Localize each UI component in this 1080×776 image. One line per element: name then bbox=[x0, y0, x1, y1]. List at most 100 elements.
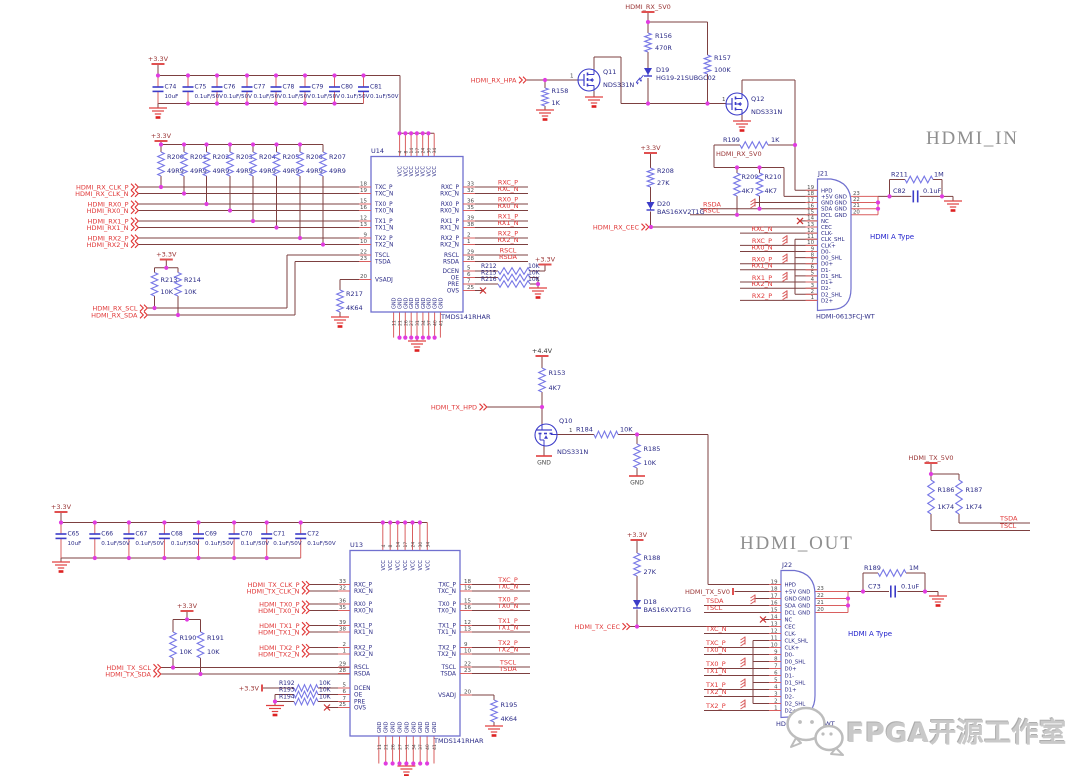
value-C71: 0.1uF/50V bbox=[273, 541, 302, 547]
port-label: HDMI_TX0_N bbox=[258, 607, 299, 615]
junction-dot bbox=[361, 73, 366, 78]
pin-number: 2 bbox=[467, 233, 471, 239]
pin-name-RXC_N: RXC_N bbox=[440, 192, 459, 198]
junction-dot bbox=[227, 208, 233, 213]
pin-number: 31 bbox=[404, 744, 410, 750]
port-chevron bbox=[130, 200, 136, 208]
net-label: TXC_P bbox=[705, 639, 726, 647]
junction-dot bbox=[184, 617, 190, 622]
pin-number: 4 bbox=[774, 684, 778, 690]
refdes-R203: R203 bbox=[236, 153, 253, 161]
pin-number: 5 bbox=[811, 271, 814, 277]
resistor-body bbox=[593, 429, 619, 440]
port-HDMI_TX_CLK_N: HDMI_TX_CLK_N bbox=[247, 587, 311, 596]
mosfet-arrow bbox=[544, 435, 548, 439]
mosfet-arrow bbox=[737, 102, 741, 106]
pin-name-TX0_N: TX0_N bbox=[437, 609, 456, 615]
resistor-body bbox=[702, 54, 713, 75]
value-C65: 10uF bbox=[68, 541, 82, 547]
pin-number: 24 bbox=[411, 542, 417, 548]
pin-number: 41 bbox=[438, 320, 444, 326]
junction-dot bbox=[383, 761, 388, 766]
value-C78: 0.1uF/50V bbox=[283, 94, 312, 100]
junction-dot bbox=[418, 761, 423, 766]
port-label: HDMI_RX0_P bbox=[88, 201, 129, 209]
junction-dot bbox=[409, 335, 414, 340]
pin-name-gnd: GND bbox=[398, 297, 404, 309]
pin-number: 22 bbox=[853, 197, 860, 203]
junction-dot bbox=[272, 699, 278, 704]
shield-glyphs bbox=[740, 198, 788, 710]
ports: HDMI_RX_CLK_PHDMI_RX_CLK_NHDMI_RX0_PHDMI… bbox=[75, 76, 650, 679]
value-C66: 0.1uF/50V bbox=[101, 541, 130, 547]
value-C73: 0.1uF bbox=[901, 583, 919, 591]
refdes-U14: U14 bbox=[371, 147, 384, 155]
part-D18: BAS16XV2T1G bbox=[644, 606, 691, 614]
pin-name-RXC_N: RXC_N bbox=[354, 589, 373, 595]
resistor-body bbox=[877, 568, 907, 578]
pin-number: 15 bbox=[807, 210, 814, 216]
junction-dot bbox=[420, 335, 425, 340]
power-flag: +3.3V bbox=[156, 251, 177, 261]
junction-dot bbox=[411, 761, 416, 766]
led-arrow-head bbox=[639, 79, 643, 82]
power-label: HDMI_TX_5V0 bbox=[908, 454, 953, 462]
ground-earth-bar bbox=[935, 604, 941, 607]
pin-number: 33 bbox=[467, 182, 474, 188]
pin-name-vcc: VCC bbox=[418, 560, 424, 571]
port-chevron bbox=[479, 403, 484, 411]
junction-dot bbox=[928, 471, 934, 477]
logo-bubble-large-tail bbox=[790, 737, 802, 748]
pin-number: 19 bbox=[360, 188, 367, 194]
junction-dot bbox=[244, 73, 250, 78]
pin-number: 39 bbox=[467, 216, 474, 222]
port-chevron bbox=[143, 311, 149, 319]
pin-number: 14 bbox=[396, 542, 402, 548]
refdes-R192: R192 bbox=[279, 680, 295, 687]
value-R153: 4K7 bbox=[549, 384, 562, 392]
pin-name-vcc: VCC bbox=[403, 560, 409, 571]
pin-name-NC: NC bbox=[785, 618, 793, 624]
port-label: HDMI_TX1_P bbox=[259, 622, 299, 630]
pin-number: 6 bbox=[467, 272, 471, 278]
junction-dot bbox=[417, 520, 422, 525]
resistor-body bbox=[156, 151, 166, 177]
chassis-ground bbox=[750, 198, 756, 209]
pin-name-SDA: SDA bbox=[821, 207, 832, 213]
resistor-body bbox=[497, 279, 531, 289]
refdes-R190: R190 bbox=[180, 634, 197, 642]
refdes-R156: R156 bbox=[655, 32, 672, 40]
resistor-body bbox=[201, 151, 212, 177]
junction-dot bbox=[227, 142, 233, 147]
resistor-body bbox=[295, 151, 305, 177]
part-J21: HDMI-0613FCJ-WT bbox=[816, 313, 875, 321]
pin-name-vcc: VCC bbox=[426, 166, 432, 177]
junction-dot bbox=[297, 235, 303, 241]
junction-dot bbox=[214, 73, 220, 78]
pin-number: 26 bbox=[403, 320, 409, 326]
pin-number: 18 bbox=[360, 182, 367, 188]
refdes-C75: C75 bbox=[195, 84, 207, 91]
resistor-body bbox=[904, 175, 934, 184]
port-label: HDMI_TX_CLK_P bbox=[248, 581, 300, 589]
value-R214: 10K bbox=[184, 288, 197, 296]
logo-bubble-small bbox=[814, 724, 844, 752]
power-label: HDMI_RX_5V0 bbox=[625, 3, 671, 11]
pin-number: 16 bbox=[464, 605, 471, 611]
resistor-body bbox=[926, 479, 936, 515]
